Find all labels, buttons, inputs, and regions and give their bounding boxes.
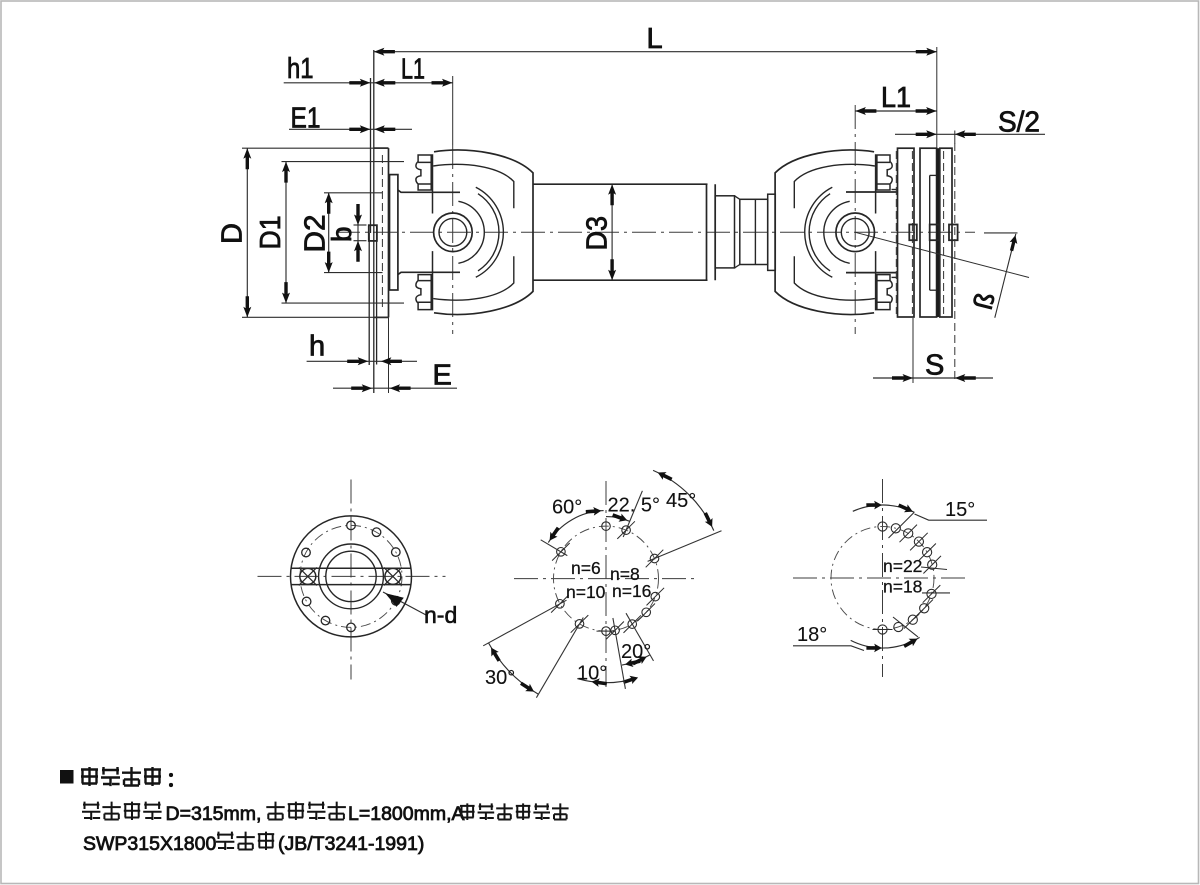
svg-text:L: L	[647, 23, 663, 55]
svg-text:D2: D2	[300, 215, 332, 253]
svg-text:D1: D1	[255, 216, 287, 250]
svg-text:18°: 18°	[797, 624, 827, 646]
svg-text:15°: 15°	[945, 499, 975, 521]
svg-text:45°: 45°	[666, 490, 696, 512]
svg-text:n=16: n=16	[612, 581, 651, 601]
svg-text:n-d: n-d	[424, 602, 457, 628]
svg-text:L=1800mm,A: L=1800mm,A	[348, 803, 465, 825]
svg-text:：: ：	[166, 769, 186, 791]
svg-text:10°: 10°	[577, 663, 607, 685]
svg-text:E: E	[433, 360, 452, 392]
svg-text:S/2: S/2	[998, 107, 1040, 139]
svg-text:30°: 30°	[485, 667, 515, 689]
svg-text:22. 5°: 22. 5°	[608, 495, 660, 517]
svg-text:n=6: n=6	[571, 558, 601, 578]
svg-text:n=8: n=8	[610, 564, 640, 584]
svg-text:L1: L1	[401, 54, 425, 86]
svg-text:60°: 60°	[552, 497, 582, 519]
svg-text:n=18: n=18	[883, 577, 922, 597]
svg-text:S: S	[925, 350, 944, 382]
svg-text:(JB/T3241-1991): (JB/T3241-1991)	[278, 833, 424, 855]
svg-text:20°: 20°	[621, 641, 651, 663]
svg-text:D: D	[217, 223, 249, 244]
svg-text:D=315mm,: D=315mm,	[166, 803, 262, 825]
svg-text:h: h	[309, 331, 325, 363]
svg-text:h1: h1	[287, 53, 314, 85]
svg-text:D3: D3	[582, 216, 614, 251]
svg-text:n=10: n=10	[566, 582, 606, 602]
svg-text:E1: E1	[291, 103, 321, 135]
svg-text:L1: L1	[881, 82, 911, 114]
svg-text:ß: ß	[968, 289, 1001, 312]
svg-text:n=22: n=22	[883, 556, 922, 576]
svg-text:SWP315X1800: SWP315X1800	[83, 833, 216, 855]
svg-text:b: b	[326, 226, 357, 242]
